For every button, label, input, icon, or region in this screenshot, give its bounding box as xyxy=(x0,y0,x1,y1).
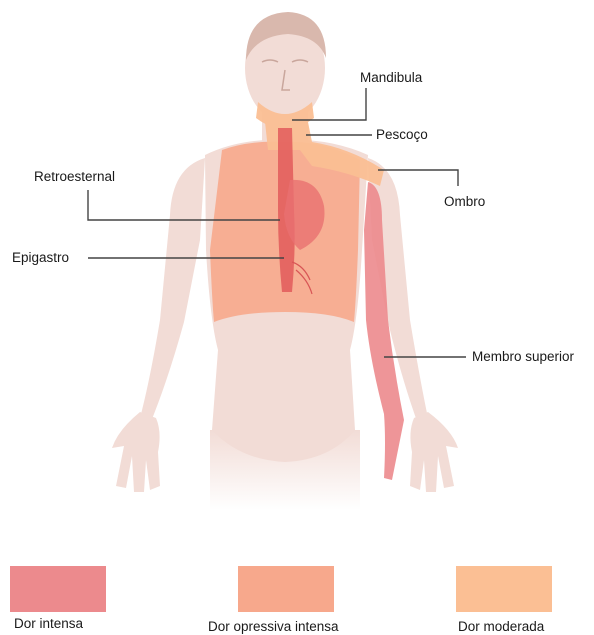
legend-label: Dor opressiva intensa xyxy=(208,619,339,634)
left-arm xyxy=(140,158,205,424)
left-hand xyxy=(112,412,160,492)
legend-swatch-dor-intensa xyxy=(10,566,106,612)
legend-item-dor-opressiva-intensa: Dor opressiva intensa xyxy=(238,566,334,612)
right-hand xyxy=(410,412,458,492)
label-pescoco: Pescoço xyxy=(376,127,428,142)
legend-swatch-dor-opressiva-intensa xyxy=(238,566,334,612)
label-membro-superior: Membro superior xyxy=(472,349,574,364)
legend-label: Dor moderada xyxy=(458,619,544,634)
legend-item-dor-intensa: Dor intensa xyxy=(10,566,106,612)
body-pain-diagram xyxy=(0,0,594,540)
label-mandibula: Mandibula xyxy=(360,70,422,85)
label-epigastro: Epigastro xyxy=(12,250,69,265)
legend-item-dor-moderada: Dor moderada xyxy=(456,566,552,612)
legend-label: Dor intensa xyxy=(14,616,83,631)
lower-body-fade xyxy=(210,430,360,510)
legend-swatch-dor-moderada xyxy=(456,566,552,612)
label-retroesternal: Retroesternal xyxy=(34,169,115,184)
label-ombro: Ombro xyxy=(444,194,485,209)
